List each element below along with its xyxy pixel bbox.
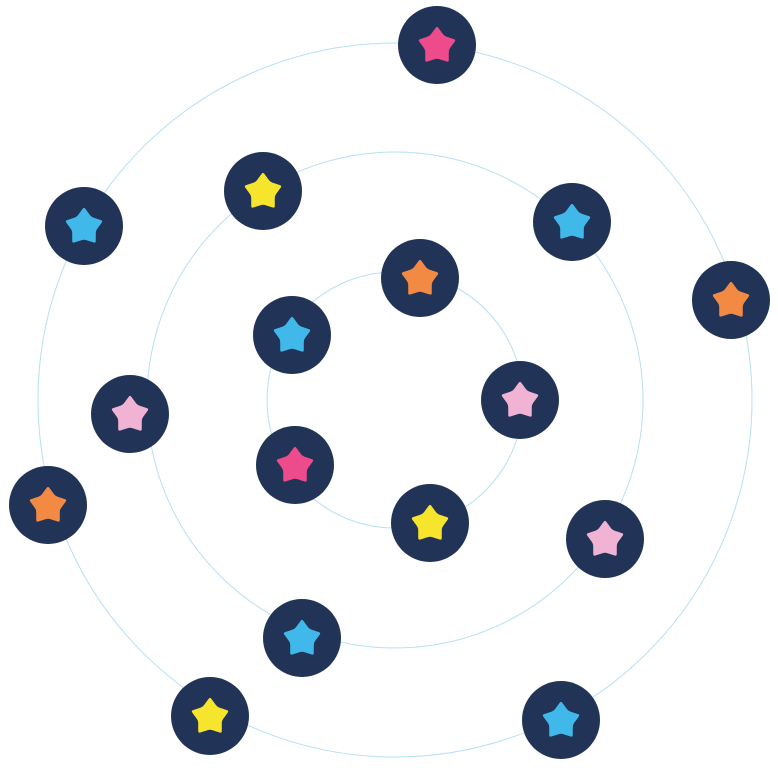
orbit-node <box>481 361 559 439</box>
star-icon <box>712 281 750 317</box>
orbit-node <box>381 239 459 317</box>
orbit-node <box>391 484 469 562</box>
star-icon <box>111 395 149 431</box>
star-icon <box>586 520 624 556</box>
orbit-node <box>45 187 123 265</box>
orbit-node <box>692 261 770 339</box>
star-icon <box>244 172 282 208</box>
star-icon <box>401 259 439 295</box>
star-icon <box>542 701 580 737</box>
star-icon <box>501 381 539 417</box>
star-icon <box>191 697 229 733</box>
star-icon <box>65 207 103 243</box>
star-icon <box>553 203 591 239</box>
orbit-node <box>263 599 341 677</box>
orbit-node <box>171 677 249 755</box>
star-icon <box>411 504 449 540</box>
orbit-node <box>566 500 644 578</box>
orbit-node <box>253 296 331 374</box>
orbit-nodes <box>9 6 770 759</box>
orbit-node <box>522 681 600 759</box>
star-icon <box>273 316 311 352</box>
orbit-node <box>256 426 334 504</box>
star-icon <box>276 446 314 482</box>
star-icon <box>283 619 321 655</box>
orbit-node <box>224 152 302 230</box>
star-icon <box>29 486 67 522</box>
orbit-node <box>9 466 87 544</box>
orbit-node <box>533 183 611 261</box>
outer-orbit-ring <box>37 42 753 758</box>
orbit-node <box>91 375 169 453</box>
orbit-node <box>398 6 476 84</box>
star-icon <box>418 26 456 62</box>
